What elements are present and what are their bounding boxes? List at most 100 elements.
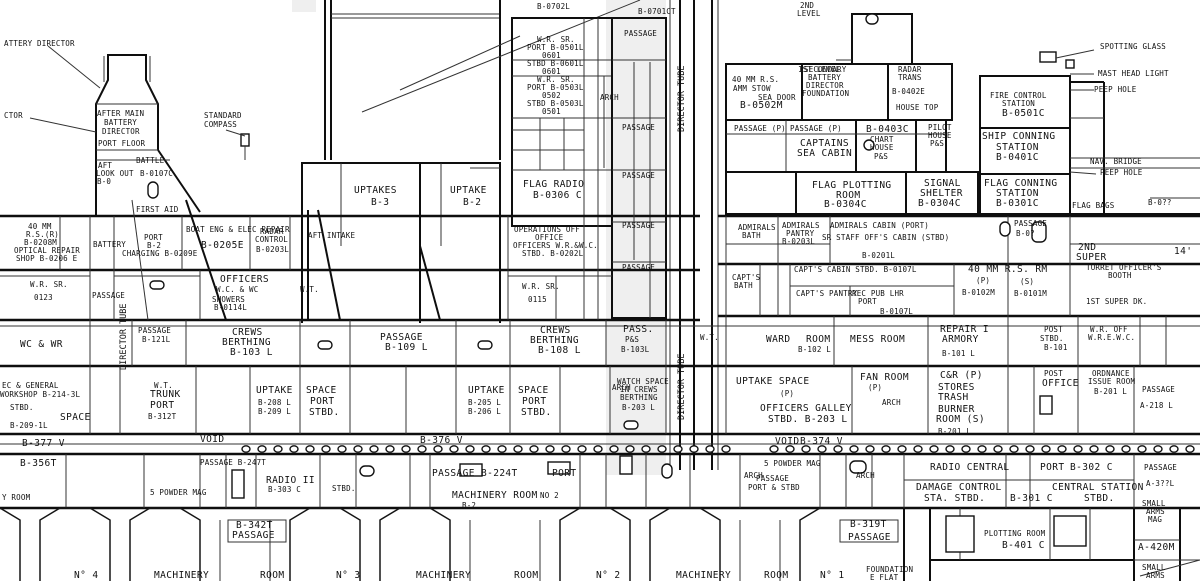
room-label: STORES: [938, 382, 975, 393]
room-label: 0601: [542, 51, 561, 60]
room-label: FIRE CONTROL: [990, 91, 1047, 100]
room-label: PORT: [144, 233, 163, 242]
room-label: (P): [868, 383, 882, 392]
room-label: REC PUB LHR: [852, 289, 904, 298]
room-label: AFT INTAKE: [308, 231, 355, 240]
room-label: SMALL: [1142, 499, 1166, 508]
room-label: PASSAGE: [624, 29, 657, 38]
room-label: STBD. B-0202L: [522, 249, 584, 258]
room-label: UPTAKE: [468, 385, 505, 396]
void-circle: [593, 445, 603, 453]
room-label: STBD.: [309, 407, 340, 418]
room-label: Y ROOM: [2, 493, 31, 502]
room-label: COMPASS: [204, 120, 237, 129]
room-label: VOID: [775, 436, 799, 447]
room-label: STBD B-0601L: [527, 59, 584, 68]
room-label: B-102 L: [798, 345, 831, 354]
room-label: HOUSE TOP: [896, 103, 939, 112]
room-label: BOAT ENG & ELEC REPAIR: [186, 225, 290, 234]
room-label: R.S.(R): [26, 230, 59, 239]
room-label: STATION: [1002, 99, 1035, 108]
room-label: B-2: [462, 501, 476, 510]
room-label: B-208 L: [258, 398, 291, 407]
room-label: ARCH: [856, 471, 875, 480]
room-label: PILOT: [928, 123, 952, 132]
room-label: B-0101M: [1014, 289, 1047, 298]
room-label: FIRST AID: [136, 205, 179, 214]
room-label: DIRECTOR: [102, 127, 140, 136]
room-label: UPTAKE: [450, 185, 487, 196]
void-circle: [513, 445, 523, 453]
void-circle: [801, 445, 811, 453]
room-label: B-0107C: [140, 169, 173, 178]
room-label: B-0306 C: [533, 190, 582, 201]
room-label: B-209 L: [258, 407, 291, 416]
room-label: FLAG RADIO: [523, 179, 584, 190]
room-label: B-0701CT: [638, 7, 676, 16]
room-label: CAPT'S PANTRY: [796, 289, 858, 298]
void-circle: [273, 445, 283, 453]
room-label: BATTLE: [136, 156, 165, 165]
room-label: POST: [1044, 369, 1063, 378]
room-label: ARCH: [600, 93, 619, 102]
room-label: C&R (P): [940, 370, 983, 381]
room-label: N° 4: [74, 570, 98, 581]
void-circle: [449, 445, 459, 453]
room-label: BATH: [742, 231, 761, 240]
room-label: W.C. & WC: [216, 285, 258, 294]
room-label: STATION: [996, 142, 1039, 153]
room-label: B-0501C: [1002, 108, 1045, 119]
room-label: CONTROL: [255, 235, 288, 244]
room-label: ARMORY: [942, 334, 979, 345]
void-circle: [1169, 445, 1179, 453]
room-label: (S): [1020, 277, 1034, 286]
room-label: PASSAGE (P): [790, 124, 842, 133]
room-label: STBD.: [10, 403, 34, 412]
room-label: B-3: [371, 197, 389, 208]
room-label: B-377 V: [22, 438, 65, 449]
room-label: ARMS: [1146, 507, 1165, 516]
room-label: PORT: [150, 400, 174, 411]
room-label: DIRECTOR TUBE: [677, 65, 687, 132]
room-label: B-356T: [20, 458, 57, 469]
room-label: PASSAGE (P): [734, 124, 786, 133]
room-label: STANDARD: [204, 111, 242, 120]
room-label: 2ND: [800, 1, 814, 10]
room-label: B-301 C: [1010, 493, 1053, 504]
room-label: 40 MM R.S.: [732, 75, 779, 84]
room-label: OPERATIONS OFF: [514, 225, 580, 234]
room-label: SPACE: [306, 385, 337, 396]
room-label: W.R. SR.: [537, 75, 575, 84]
room-label: LEVEL: [797, 9, 821, 18]
room-label: B-2: [147, 241, 161, 250]
room-label: FLAG BAGS: [1072, 201, 1115, 210]
room-label: (P): [976, 276, 990, 285]
room-label: SPOTTING GLASS: [1100, 42, 1166, 51]
room-label: B-0107L: [880, 307, 913, 316]
room-label: W.R. SR.: [522, 282, 560, 291]
room-label: B-0403C: [866, 124, 909, 135]
void-circle: [1089, 445, 1099, 453]
room-label: ROOM: [806, 334, 830, 345]
room-label: ARCH: [744, 471, 763, 480]
room-label: N° 1: [820, 570, 844, 581]
room-label: N° 3: [336, 570, 360, 581]
room-label: W.R. SR.: [30, 280, 68, 289]
room-label: P&S: [874, 152, 888, 161]
room-label: 1ST SUPER DK.: [1086, 297, 1147, 306]
void-circle: [689, 445, 699, 453]
void-circle: [529, 445, 539, 453]
room-label: PASSAGE B-224T: [432, 468, 518, 479]
room-label: MAST HEAD LIGHT: [1098, 69, 1169, 78]
room-label: N° 2: [596, 570, 620, 581]
room-label: B-0102M: [962, 288, 995, 297]
void-circle: [369, 445, 379, 453]
void-circle: [785, 445, 795, 453]
room-label: BOOTH: [1108, 271, 1132, 280]
room-label: ROOM: [836, 190, 860, 201]
room-label: ADMIRALS: [782, 221, 820, 230]
room-label: OFFICERS W.R.&W.C.: [513, 241, 598, 250]
room-label: VOID: [200, 434, 224, 445]
room-label: P&S: [930, 139, 944, 148]
